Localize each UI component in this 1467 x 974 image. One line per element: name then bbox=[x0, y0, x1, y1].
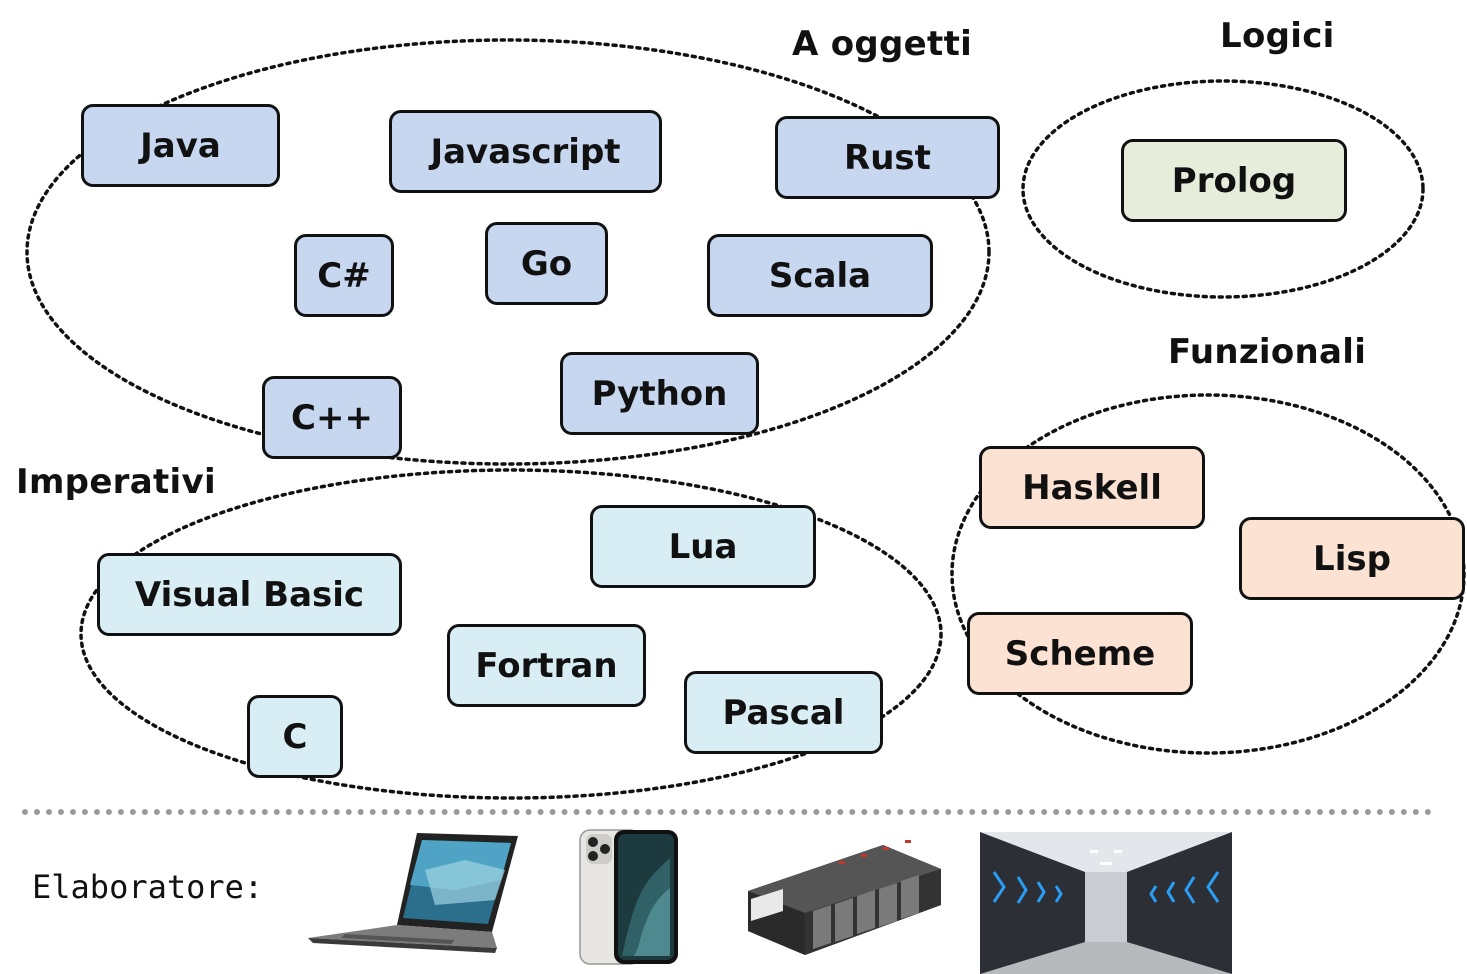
smartphone-image bbox=[579, 829, 678, 965]
plc-controller-image bbox=[748, 840, 941, 955]
supercomputer-image bbox=[980, 832, 1232, 974]
language-lua: Lua bbox=[590, 505, 816, 588]
language-python: Python bbox=[560, 352, 759, 435]
language-javascript: Javascript bbox=[389, 110, 662, 193]
group-title-logic: Logici bbox=[1220, 16, 1335, 56]
language-prolog: Prolog bbox=[1121, 139, 1347, 222]
language-scala: Scala bbox=[707, 234, 933, 317]
laptop-image bbox=[308, 833, 518, 953]
language-java: Java bbox=[81, 104, 280, 187]
group-title-object-oriented: A oggetti bbox=[792, 24, 973, 64]
language-go: Go bbox=[485, 222, 608, 305]
group-title-functional: Funzionali bbox=[1168, 332, 1367, 372]
devices-label: Elaboratore: bbox=[32, 868, 264, 906]
language-cpp: C++ bbox=[262, 376, 402, 459]
language-visual-basic: Visual Basic bbox=[97, 553, 402, 636]
language-c: C bbox=[247, 695, 343, 778]
language-lisp: Lisp bbox=[1239, 517, 1465, 600]
section-divider bbox=[22, 809, 1432, 815]
group-title-imperative: Imperativi bbox=[16, 462, 216, 502]
language-rust: Rust bbox=[775, 116, 1000, 199]
language-scheme: Scheme bbox=[967, 612, 1193, 695]
language-haskell: Haskell bbox=[979, 446, 1205, 529]
language-pascal: Pascal bbox=[684, 671, 883, 754]
language-fortran: Fortran bbox=[447, 624, 646, 707]
language-csharp: C# bbox=[294, 234, 394, 317]
